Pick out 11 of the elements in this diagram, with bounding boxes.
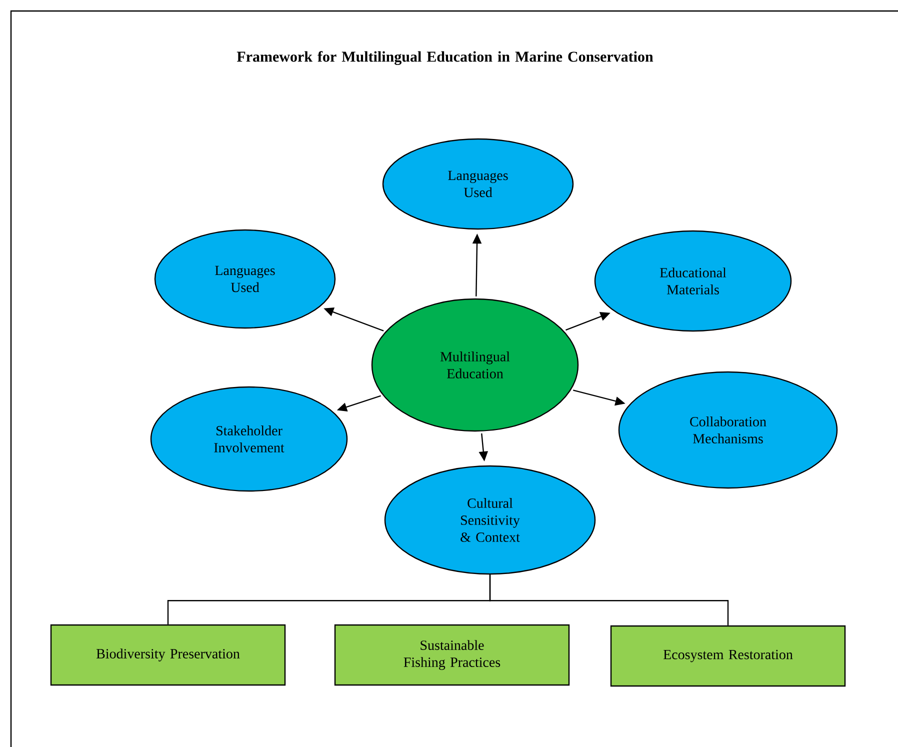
ellipse-node: Educational Materials [594,230,792,332]
outcome-box: Sustainable Fishing Practices [334,624,570,686]
title: Framework for Multilingual Education in Marine Conservation [236,51,654,65]
ellipse-node: Collaboration Mechanisms [618,371,838,489]
ellipse-node: Stakeholder Involvement [150,386,348,492]
ellipse-node: Cultural Sensitivity & Context [384,465,596,575]
ellipse-node: Languages Used [154,229,336,329]
outcome-box: Biodiversity Preservation [50,624,286,686]
outcome-box: Ecosystem Restoration [610,625,846,687]
ellipse-node: Languages Used [382,138,574,230]
connector-line [489,574,729,626]
